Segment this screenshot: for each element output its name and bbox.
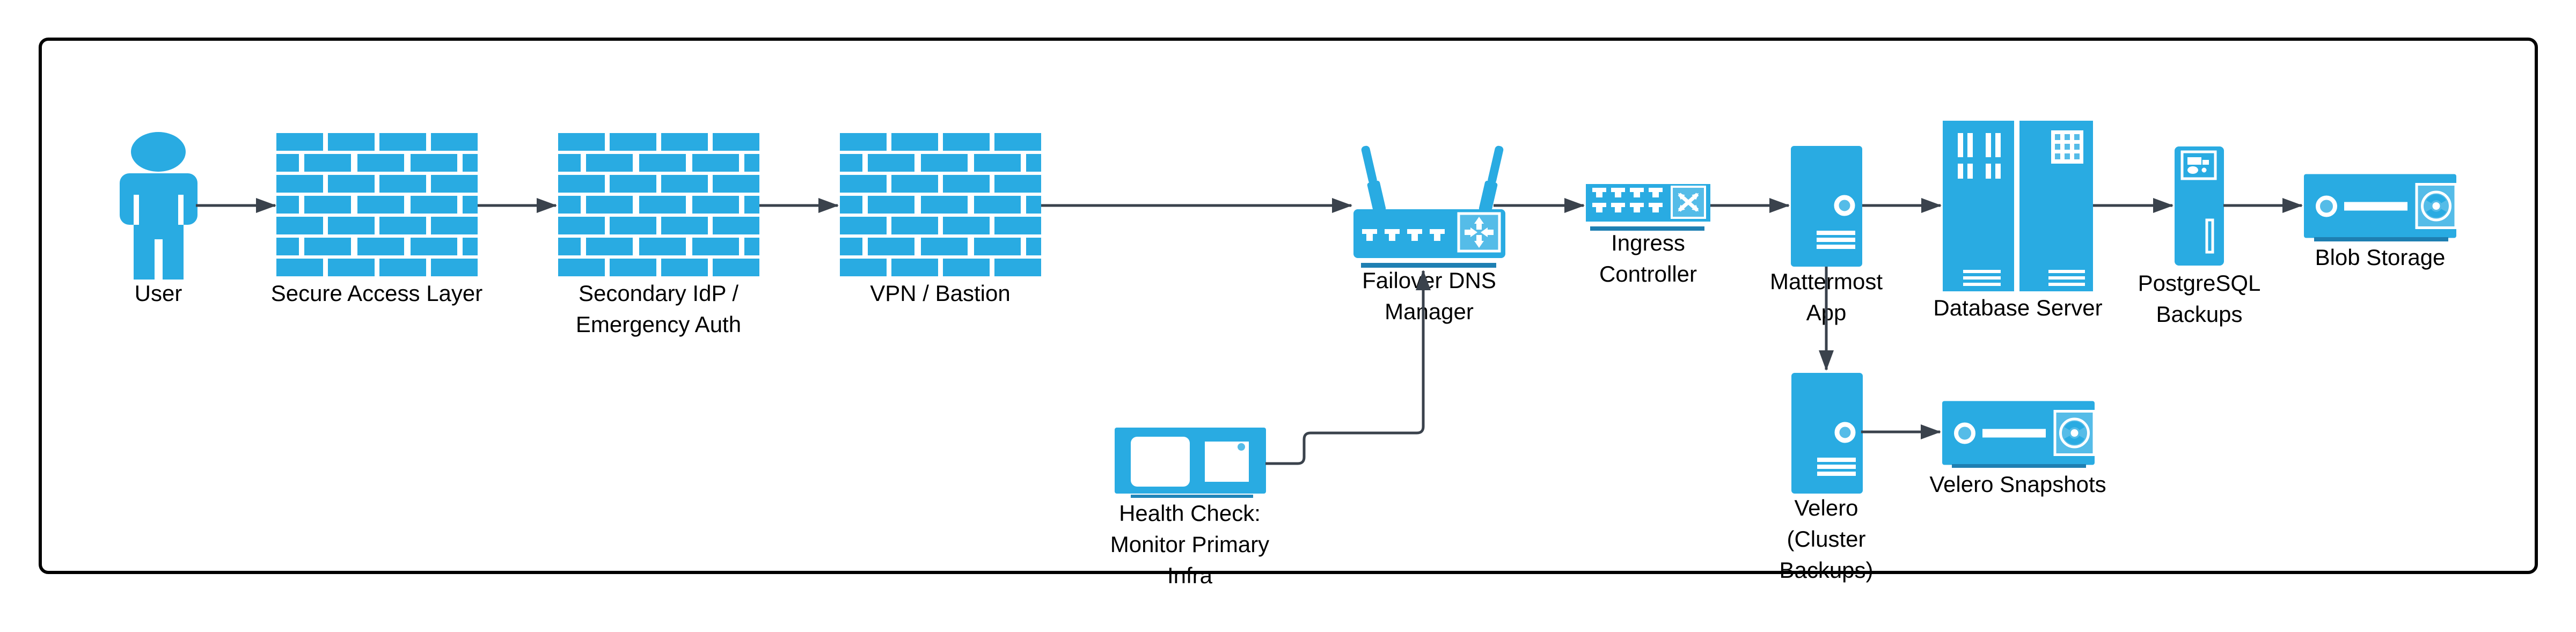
server-racks-icon — [1943, 121, 2093, 291]
postgresql-backups-label: PostgreSQL Backups — [2138, 270, 2261, 327]
monitor-icon — [1115, 428, 1266, 498]
switch-icon — [1586, 184, 1710, 231]
server-icon-postgresql — [2175, 146, 2224, 266]
secondary-idp-label: Secondary IdP / Emergency Auth — [575, 281, 742, 337]
vpn-bastion-label: VPN / Bastion — [870, 281, 1011, 306]
diagram-border — [39, 38, 2538, 574]
velero-label: Velero (Cluster Backups) — [1779, 495, 1874, 583]
edge-health-check-failover-dns — [1265, 270, 1431, 465]
user-label: User — [134, 281, 182, 306]
router-icon — [1353, 145, 1505, 268]
database-server-label: Database Server — [1933, 295, 2103, 320]
storage-icon-velero-snapshots — [1942, 398, 2095, 468]
storage-icon-blob — [2304, 171, 2456, 241]
person-icon — [120, 132, 197, 280]
velero-snapshots-label: Velero Snapshots — [1929, 472, 2106, 497]
ingress-controller-label: Ingress Controller — [1599, 230, 1697, 286]
health-check-label: Health Check: Monitor Primary Infra — [1110, 501, 1270, 588]
blob-storage-label: Blob Storage — [2315, 245, 2446, 270]
secure-access-layer-label: Secure Access Layer — [270, 281, 483, 306]
